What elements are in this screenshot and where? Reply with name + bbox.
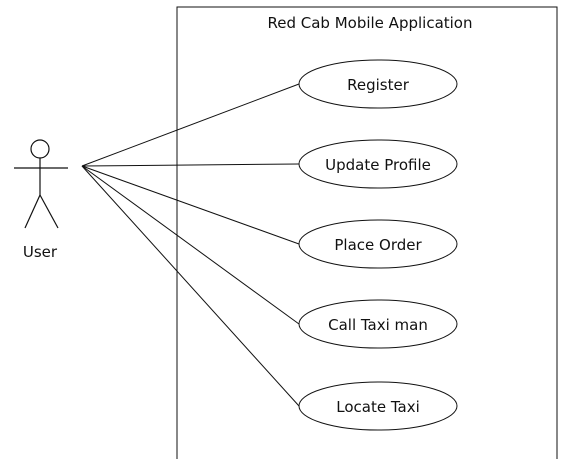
use-case-ellipse xyxy=(298,299,458,349)
system-title: Red Cab Mobile Application xyxy=(267,14,472,32)
use-case-label: Update Profile xyxy=(325,156,431,174)
use-case-register[interactable]: Register xyxy=(298,59,458,109)
use-case-locate-taxi[interactable]: Locate Taxi xyxy=(298,381,458,431)
association-register xyxy=(81,83,300,167)
use-case-update-profile[interactable]: Update Profile xyxy=(298,139,458,189)
use-case-ellipse xyxy=(298,59,458,109)
use-case-place-order[interactable]: Place Order xyxy=(298,219,458,269)
association-update-profile xyxy=(81,163,300,167)
actor-user[interactable] xyxy=(14,139,68,229)
associations xyxy=(81,83,300,407)
association-locate-taxi xyxy=(81,165,300,407)
association-place-order xyxy=(81,165,300,245)
use-case-ellipse xyxy=(298,219,458,269)
actor-head xyxy=(30,139,50,159)
association-call-taxi-man xyxy=(81,165,300,325)
use-case-label: Place Order xyxy=(334,236,422,254)
use-case-ellipse xyxy=(298,381,458,431)
actor-label: User xyxy=(23,243,58,261)
use-case-label: Call Taxi man xyxy=(328,316,428,334)
use-case-label: Locate Taxi xyxy=(336,398,420,416)
use-case-ellipse xyxy=(298,139,458,189)
use-case-label: Register xyxy=(347,76,410,94)
use-case-call-taxi-man[interactable]: Call Taxi man xyxy=(298,299,458,349)
actor-left-leg xyxy=(24,194,41,229)
actor-right-leg xyxy=(39,194,59,229)
